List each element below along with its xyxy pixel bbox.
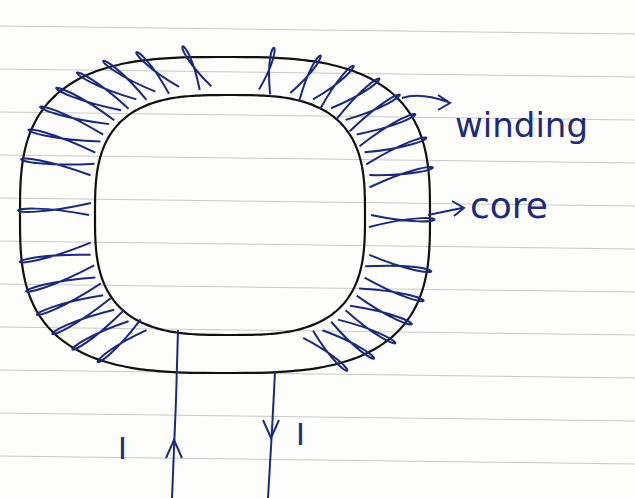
winding-turn — [303, 331, 347, 371]
leader-arrow — [428, 201, 464, 216]
winding-turn — [28, 129, 100, 152]
current-label: I — [296, 420, 305, 450]
winding-turn — [40, 106, 109, 134]
winding-turn — [365, 255, 431, 272]
paper-rule — [0, 69, 635, 77]
winding-turn — [103, 61, 155, 100]
paper-rule — [0, 413, 635, 421]
core-outer-edge — [20, 57, 430, 373]
winding-turn — [72, 310, 128, 350]
winding-turn — [182, 46, 211, 90]
part-label: core — [470, 188, 548, 224]
winding-turn — [357, 114, 416, 146]
winding-turn — [21, 158, 94, 175]
winding-turn — [20, 243, 91, 263]
paper-rule — [0, 26, 635, 34]
paper-rule — [0, 370, 635, 378]
winding-turn — [98, 319, 147, 362]
winding-turn — [18, 203, 91, 215]
winding-turn — [290, 55, 321, 101]
winding-turn — [259, 48, 275, 94]
winding-turn — [350, 296, 412, 325]
winding-turn — [37, 283, 103, 315]
winding-turn — [136, 52, 179, 94]
current-arrow — [263, 420, 279, 438]
paper-rule — [0, 155, 635, 163]
winding-turn — [365, 137, 427, 164]
core-inner-edge — [95, 95, 365, 335]
current-label: I — [118, 434, 127, 464]
winding-turn — [369, 215, 435, 227]
paper-rule — [0, 456, 635, 464]
winding-turn — [313, 66, 354, 110]
winding-turn — [26, 265, 95, 291]
leader-arrow — [402, 95, 450, 110]
lead-wire — [172, 330, 178, 498]
winding-turn — [369, 167, 432, 187]
current-arrow — [166, 440, 182, 458]
winding-turn — [359, 278, 424, 302]
winding-turn — [331, 79, 379, 120]
part-label: winding — [455, 108, 588, 142]
